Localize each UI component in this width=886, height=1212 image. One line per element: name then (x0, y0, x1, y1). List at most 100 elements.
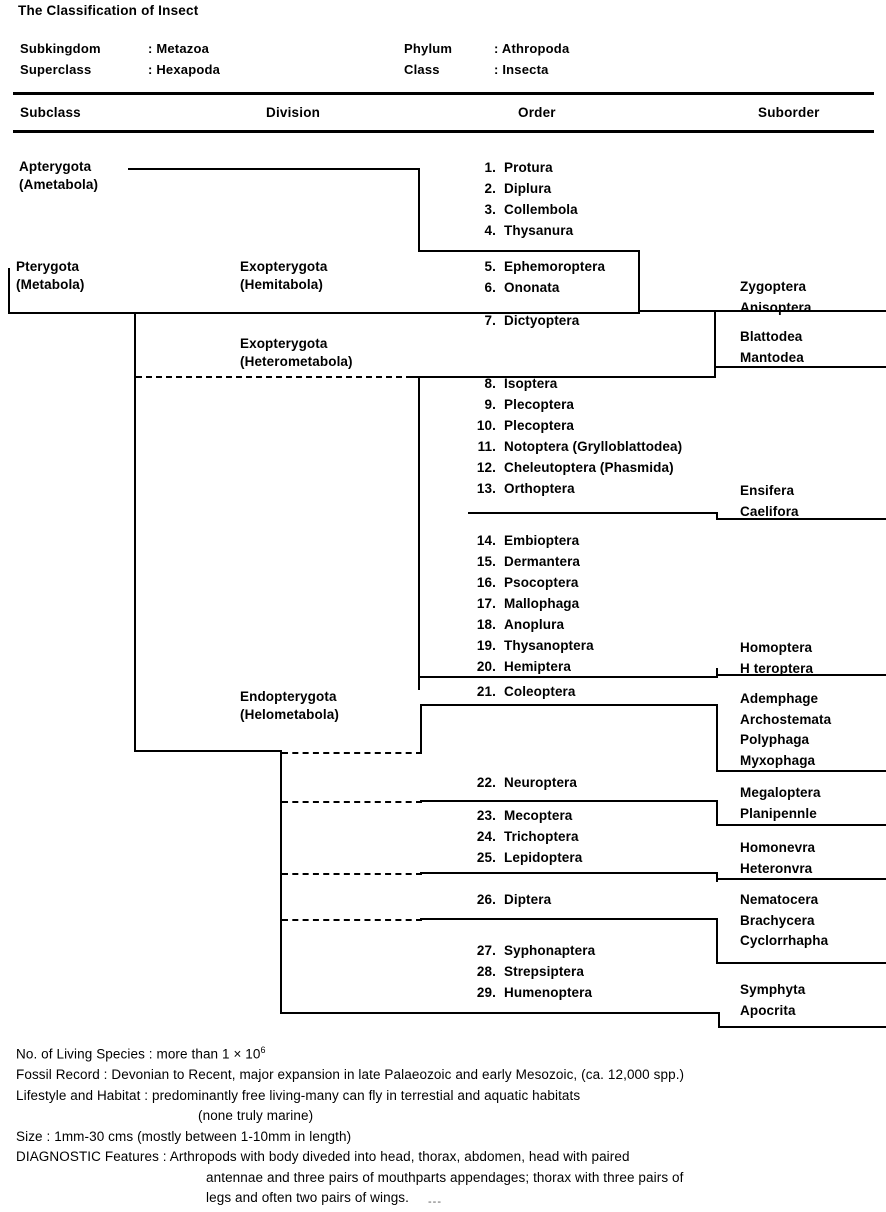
suborder-rule-coleoptera (716, 770, 886, 772)
order-name: Hemiptera (504, 659, 571, 674)
order-item: 2.Diplura (468, 181, 552, 202)
order-name: Mecoptera (504, 808, 573, 823)
order-item: 26.Diptera (468, 892, 551, 913)
order-name: Dictyoptera (504, 313, 580, 328)
header-rule-bottom (13, 130, 874, 133)
suborder-item: Megaloptera (740, 785, 821, 800)
order-name: Embioptera (504, 533, 580, 548)
order-number: 20. (476, 659, 496, 674)
order-name: Mallophaga (504, 596, 580, 611)
order-number: 18. (476, 617, 496, 632)
order-item: 25.Lepidoptera (468, 850, 582, 871)
suborder-group-orthoptera: Ensifera Caelifora (740, 481, 799, 522)
meta-label-class: Class (404, 62, 440, 77)
connector-coleoptera-dashed (282, 752, 422, 754)
connector-endo-spine (280, 750, 282, 1014)
suborder-group-neuroptera: Megaloptera Planipennle (740, 783, 821, 824)
subclass-pterygota-name: Pterygota (16, 259, 80, 274)
meta-value-class: : Insecta (494, 62, 549, 77)
order-name: Ephemoroptera (504, 259, 606, 274)
order-number: 2. (484, 181, 496, 196)
order-number: 15. (476, 554, 496, 569)
order-number: 29. (476, 985, 496, 1000)
order-name: Strepsiptera (504, 964, 584, 979)
order-item: 7. Dictyoptera (468, 313, 580, 334)
meta-label-subkingdom: Subkingdom (20, 41, 101, 56)
order-item: 1. Protura (468, 160, 553, 181)
order-name: Neuroptera (504, 775, 578, 790)
order-name: Orthoptera (504, 481, 575, 496)
connector-orthoptera-bottom (468, 512, 718, 514)
order-item: 27.Syphonaptera (468, 943, 595, 964)
connector-hemiptera-step (716, 668, 718, 678)
order-number: 3. (484, 202, 496, 217)
suborder-item: Mantodea (740, 349, 804, 365)
order-item: 29.Humenoptera (468, 985, 592, 1006)
order-name: Thysanoptera (504, 638, 594, 653)
order-name: Lepidoptera (504, 850, 583, 865)
order-number: 5. (484, 259, 496, 274)
note-diagnostic-cont-2: legs and often two pairs of wings. (206, 1190, 410, 1205)
order-number: 7. (484, 313, 496, 328)
suborder-item: Symphyta (740, 982, 806, 997)
order-item: 14. Embioptera (468, 533, 579, 554)
suborder-item: Polyphaga (740, 732, 810, 747)
order-number: 1. (484, 160, 496, 175)
connector-neuroptera-right (716, 800, 718, 826)
order-item: 3.Collembola (468, 202, 578, 223)
order-number: 14. (476, 533, 496, 548)
order-item: 17.Mallophaga (468, 596, 579, 617)
suborder-item: H teroptera (740, 660, 814, 676)
order-item: 15. Dermantera (468, 554, 580, 575)
connector-orthoptera-step (716, 512, 718, 520)
order-name: Psocoptera (504, 575, 579, 590)
order-item: 16. Psocoptera (468, 575, 579, 596)
suborder-rule-diptera (716, 962, 886, 964)
suborder-item: Brachycera (740, 912, 815, 928)
connector-exo-hetero-trunk (418, 376, 420, 690)
order-number: 23. (476, 808, 496, 823)
order-item: 11.Notoptera (Grylloblattodea) (468, 439, 682, 460)
connector-lepidoptera-dashed (282, 873, 422, 875)
order-name: Protura (504, 160, 553, 175)
order-name: Ononata (504, 280, 560, 295)
connector-pterygota-spine (8, 268, 10, 314)
suborder-group-dictyoptera: Blattodea Mantodea (740, 327, 804, 368)
order-item: 21.Coleoptera (468, 684, 576, 705)
order-name: Plecoptera (504, 397, 575, 412)
page-title: The Classification of Insect (18, 3, 199, 18)
order-number: 6. (484, 280, 496, 295)
meta-label-phylum: Phylum (404, 41, 453, 56)
order-number: 9. (484, 397, 496, 412)
order-name: Dermantera (504, 554, 581, 569)
order-number: 16. (476, 575, 496, 590)
suborder-item: Heteronvra (740, 860, 813, 876)
order-item: 18. Anoplura (468, 617, 564, 638)
order-number: 12. (476, 460, 496, 475)
order-name: Diptera (504, 892, 552, 907)
suborder-rule-orthoptera (716, 518, 886, 520)
order-item: 9. Plecoptera (468, 397, 574, 418)
order-name: Anoplura (504, 617, 565, 632)
division-exopterygota-hemitabola: Exopterygota (Hemitabola) (240, 258, 327, 294)
suborder-item: Homoptera (740, 640, 813, 655)
connector-pterygota-to-endo (134, 750, 280, 752)
division-exo-hetero-alt: (Heterometabola) (240, 354, 353, 369)
order-number: 24. (476, 829, 496, 844)
order-number: 4. (484, 223, 496, 238)
suborder-item: Anisoptera (740, 299, 812, 315)
order-number: 10. (476, 418, 496, 433)
connector-exo-hemi-right (638, 250, 640, 314)
note-lifestyle: Lifestyle and Habitat : predominantly fr… (16, 1087, 581, 1103)
meta-value-superclass: : Hexapoda (148, 62, 221, 77)
note-living-species: No. of Living Species : more than 1 × 10… (16, 1045, 266, 1062)
connector-dictyoptera-bottom (412, 376, 716, 378)
connector-apterygota-vertical (418, 168, 420, 252)
order-name: Notoptera (Grylloblattodea) (504, 439, 683, 454)
division-endo-alt: (Helometabola) (240, 707, 339, 722)
meta-value-subkingdom: : Metazoa (148, 41, 210, 56)
order-number: 19. (476, 638, 496, 653)
order-item: 24. Trichoptera (468, 829, 579, 850)
order-name: Trichoptera (504, 829, 579, 844)
